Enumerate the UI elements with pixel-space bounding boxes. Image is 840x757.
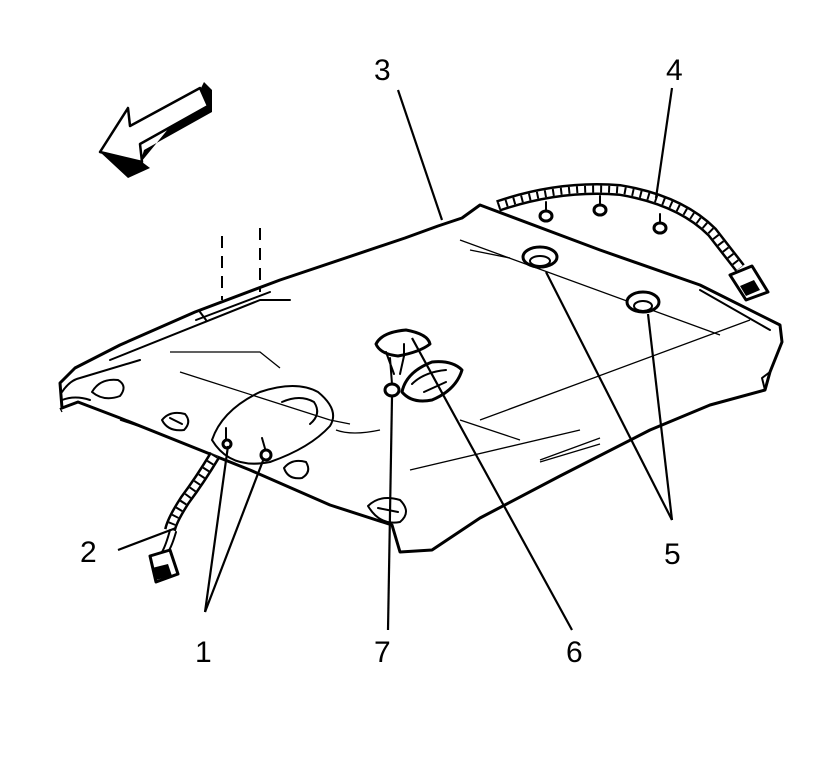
leader-5a	[545, 271, 673, 521]
leader-lines	[117, 87, 674, 631]
callout-labels: 1 2 3 4 5 6 7	[80, 54, 683, 669]
coat-hook-grommet-rear	[625, 290, 661, 314]
leader-7	[386, 396, 394, 631]
leader-5b	[646, 313, 674, 521]
forward-direction-arrow-icon	[98, 82, 212, 178]
leader-1a	[203, 445, 230, 613]
callout-3: 3	[374, 54, 391, 87]
leader-4	[654, 87, 674, 199]
front-harness-connector-icon	[148, 548, 180, 584]
callout-2: 2	[80, 536, 97, 569]
callout-5: 5	[664, 538, 681, 571]
dome-lamp-fastener-left	[221, 427, 233, 450]
leader-6	[411, 337, 573, 631]
reading-lamp-assembly	[374, 328, 464, 403]
leader-2	[117, 526, 177, 552]
leader-1b	[203, 457, 266, 613]
dome-lamp-fastener-right	[259, 437, 273, 462]
front-wiring-harness	[148, 451, 221, 584]
coat-hook-grommet-front	[521, 245, 559, 269]
callout-7: 7	[374, 636, 391, 669]
visor-alignment-lines	[221, 228, 261, 300]
rear-harness-connector-icon	[728, 264, 770, 302]
side-wiring-harness	[496, 183, 770, 302]
callout-6: 6	[566, 636, 583, 669]
reading-lamp-clip	[383, 357, 401, 398]
leader-3	[396, 89, 444, 221]
callout-1: 1	[195, 636, 212, 669]
callout-4: 4	[666, 54, 683, 87]
